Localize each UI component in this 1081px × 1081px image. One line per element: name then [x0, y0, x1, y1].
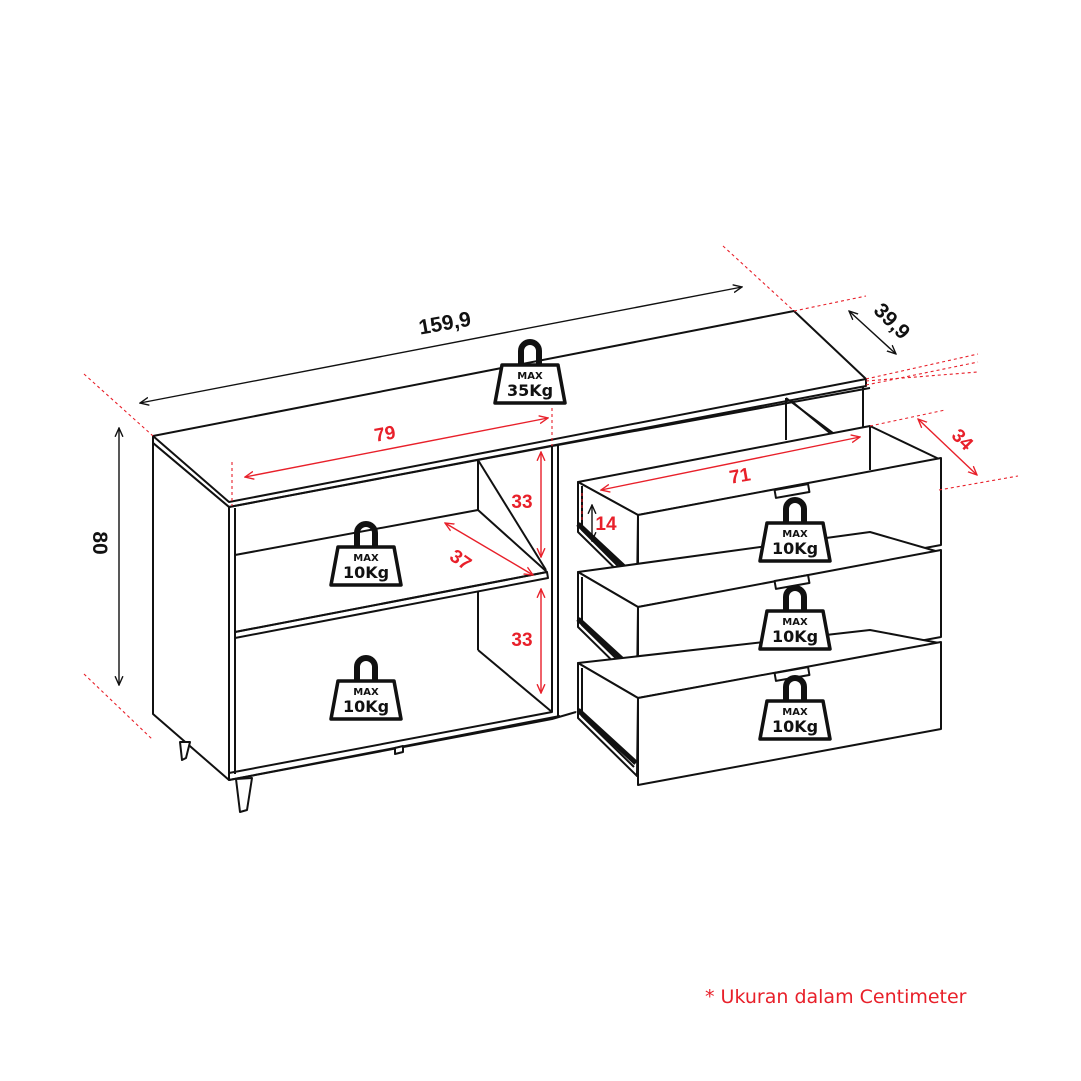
drawers [576, 425, 942, 786]
max-label: MAX [517, 371, 543, 382]
max-label: MAX [782, 529, 808, 540]
overall-width-line [140, 287, 742, 403]
shelf-width-label: 79 [373, 422, 397, 446]
load-value: 10Kg [343, 563, 389, 582]
drawer-width-line [601, 437, 860, 490]
load-value: 10Kg [772, 539, 818, 558]
overall-dimensions [119, 287, 896, 685]
overall-width-label: 159,9 [417, 308, 473, 340]
load-badge-drawer-2: MAX 10Kg [760, 588, 830, 649]
load-value: 10Kg [772, 627, 818, 646]
shelf-width-line [245, 418, 548, 477]
lower-height-label: 33 [511, 630, 532, 651]
upper-height-label: 33 [511, 492, 532, 513]
max-label: MAX [353, 553, 379, 564]
load-value: 35Kg [507, 381, 553, 400]
drawer-width-label: 71 [728, 464, 753, 488]
load-badge-drawer-1: MAX 10Kg [760, 500, 830, 561]
drawer-height-label: 14 [595, 514, 617, 535]
load-value: 10Kg [772, 717, 818, 736]
back-foot [179, 741, 191, 761]
load-badge-shelf-upper: MAX 10Kg [331, 524, 401, 585]
max-label: MAX [782, 707, 808, 718]
overall-depth-line [849, 311, 896, 354]
overall-depth-label: 39,9 [869, 299, 914, 344]
drawer-depth-line [918, 419, 977, 475]
front-foot [235, 777, 253, 813]
overall-height-label: 80 [88, 531, 111, 554]
extension-lines [83, 245, 1019, 741]
load-badge-top: MAX 35Kg [495, 342, 565, 403]
units-footnote: * Ukuran dalam Centimeter [705, 986, 967, 1008]
load-badge-shelf-lower: MAX 10Kg [331, 658, 401, 719]
load-value: 10Kg [343, 697, 389, 716]
inner-dimensions [245, 418, 977, 693]
shelf-depth-line [445, 523, 533, 575]
max-label: MAX [782, 617, 808, 628]
max-label: MAX [353, 687, 379, 698]
load-badge-drawer-3: MAX 10Kg [760, 678, 830, 739]
